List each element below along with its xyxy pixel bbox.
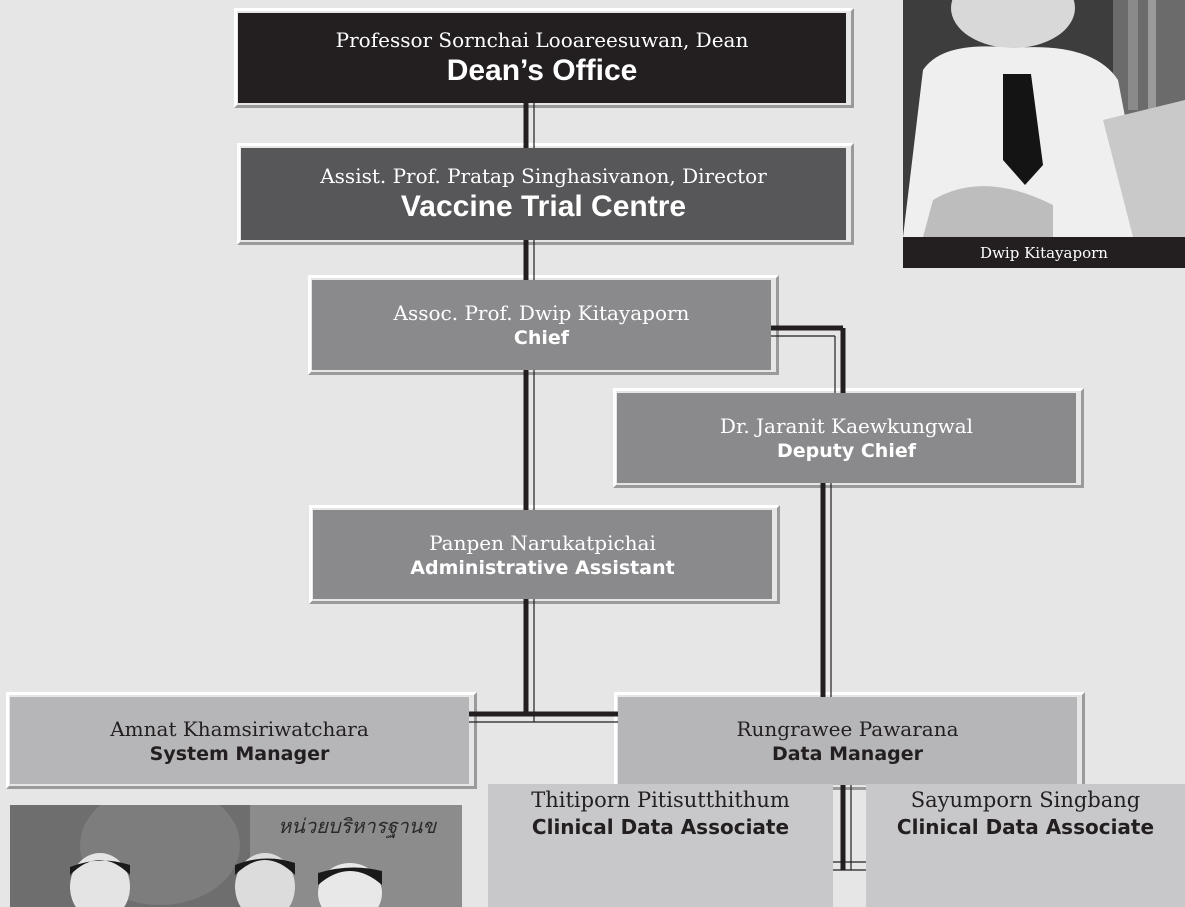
cda2-role: Clinical Data Associate	[896, 815, 1155, 839]
deputy-name: Dr. Jaranit Kaewkungwal	[719, 414, 974, 438]
deans-office-box: Professor Sornchai Looareesuwan, Dean De…	[238, 13, 846, 103]
sysmgr-name: Amnat Khamsiriwatchara	[110, 716, 369, 741]
clinical-data-associate-box-1: Thitiporn Pitisutthithum Clinical Data A…	[488, 784, 833, 907]
chief-box: Assoc. Prof. Dwip Kitayaporn Chief	[312, 280, 771, 370]
chief-role: Chief	[513, 327, 570, 349]
system-manager-box: Amnat Khamsiriwatchara System Manager	[10, 697, 469, 784]
chief-name: Assoc. Prof. Dwip Kitayaporn	[393, 301, 690, 325]
data-manager-box: Rungrawee Pawarana Data Manager	[618, 697, 1077, 785]
admin-role: Administrative Assistant	[410, 556, 675, 579]
director-role: Vaccine Trial Centre	[400, 190, 687, 223]
director-name: Assist. Prof. Pratap Singhasivanon, Dire…	[320, 164, 767, 188]
clinical-data-associate-box-2: Sayumporn Singbang Clinical Data Associa…	[866, 784, 1185, 907]
datamgr-role: Data Manager	[771, 743, 924, 765]
sysmgr-role: System Manager	[149, 742, 330, 765]
cda2-name: Sayumporn Singbang	[910, 788, 1141, 812]
photo-sign-text: หน่วยบริหารฐานข	[278, 814, 437, 839]
cda1-role: Clinical Data Associate	[531, 815, 790, 839]
portrait-photo	[903, 0, 1185, 237]
deputy-chief-box: Dr. Jaranit Kaewkungwal Deputy Chief	[617, 393, 1076, 483]
admin-name: Panpen Narukatpichai	[429, 530, 656, 555]
portrait-caption: Dwip Kitayaporn	[903, 237, 1185, 268]
cda1-name: Thitiporn Pitisutthithum	[531, 788, 790, 812]
dean-name: Professor Sornchai Looareesuwan, Dean	[335, 28, 749, 52]
administrative-assistant-box: Panpen Narukatpichai Administrative Assi…	[313, 510, 772, 599]
vaccine-trial-centre-box: Assist. Prof. Pratap Singhasivanon, Dire…	[241, 148, 846, 240]
dean-role: Dean’s Office	[446, 54, 638, 87]
datamgr-name: Rungrawee Pawarana	[736, 717, 959, 741]
group-photo: หน่วยบริหารฐานข	[10, 805, 462, 907]
deputy-role: Deputy Chief	[776, 440, 916, 462]
